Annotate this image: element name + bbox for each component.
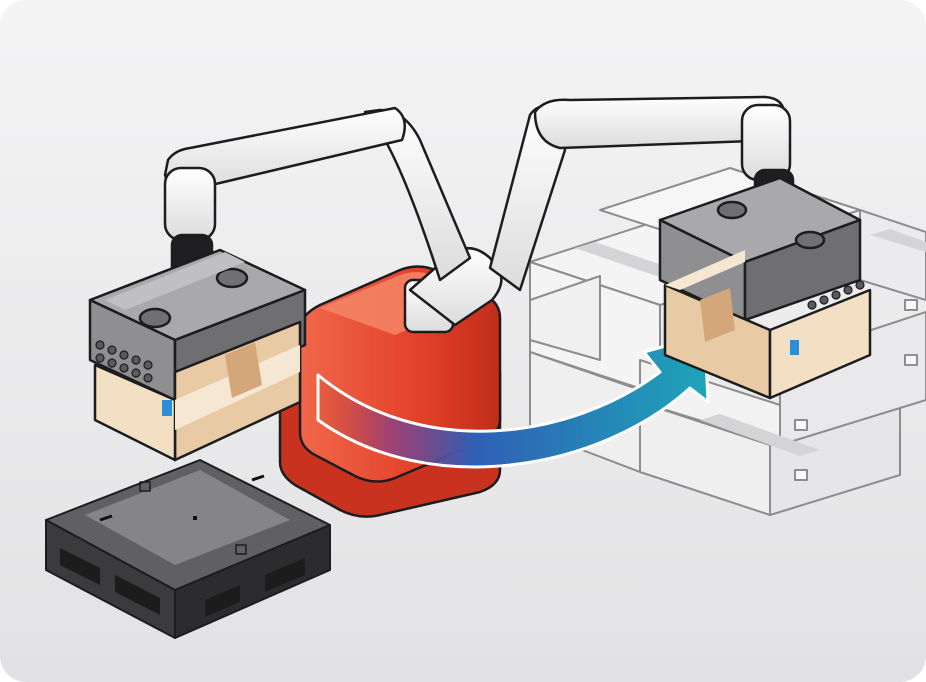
plastic-pallet (45, 459, 331, 639)
robot-arm-place (488, 95, 792, 292)
robot-arm-pick (163, 106, 503, 334)
cardboard-box-pick (93, 320, 302, 462)
ghost-box-stack (529, 167, 926, 516)
cardboard-box-place (663, 250, 872, 400)
transfer-arrow (316, 333, 710, 469)
